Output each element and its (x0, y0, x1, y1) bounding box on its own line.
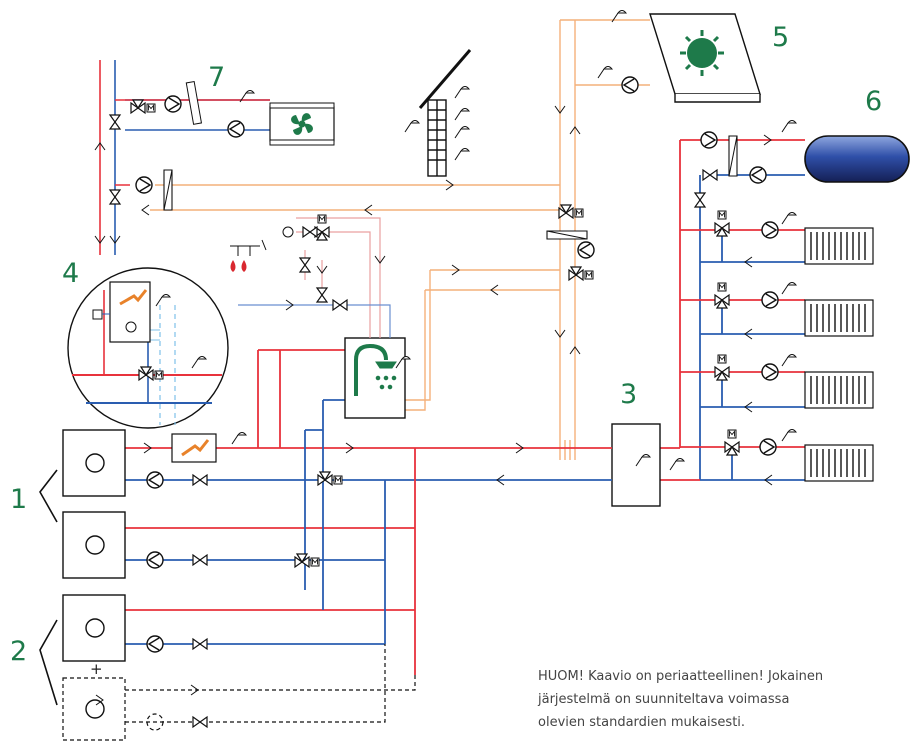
label-4: 4 (62, 258, 79, 289)
shutoff-valve-icon (694, 192, 706, 208)
pump-icon (761, 221, 779, 239)
note-line-3: olevien standardien mukaisesti. (538, 715, 746, 730)
section-3-buffer-tank (611, 423, 685, 507)
mixing-valve-icon (714, 282, 730, 309)
shower-icon (354, 343, 397, 396)
pump-icon (621, 76, 639, 94)
section-4-detail-view (67, 267, 229, 429)
note-line-2: järjestelmä on suunniteltava voimassa (538, 692, 790, 707)
label-6: 6 (865, 86, 882, 117)
pump-icon (761, 291, 779, 309)
section-6-distribution (660, 139, 805, 481)
pool-icon (804, 135, 910, 183)
temperature-sensor-icon (597, 66, 613, 79)
shutoff-valve-icon (192, 474, 208, 486)
solar-circuit-pipes (150, 19, 650, 460)
pump-icon (227, 120, 245, 138)
mixing-valve-icon (317, 471, 343, 486)
note-line-1: HUOM! Kaavio on periaatteellinen! Jokain… (538, 669, 824, 684)
section-7-air-handler (94, 80, 454, 244)
mixing-valve-icon (558, 204, 584, 219)
plus-sign: + (90, 660, 103, 678)
label-7: 7 (208, 62, 225, 93)
shutoff-valve-icon (302, 226, 318, 238)
shutoff-valve-icon (192, 716, 208, 728)
pump-icon (700, 131, 718, 149)
pump-icon (146, 471, 164, 489)
solar-tube-collector (404, 49, 472, 177)
domestic-water-pipes (238, 217, 391, 338)
mixing-valve-icon (130, 99, 156, 114)
shutoff-valve-icon (299, 257, 311, 273)
section-6-components (694, 120, 910, 486)
fan-icon (291, 113, 313, 135)
pump-icon (761, 363, 779, 381)
radiator-icon (804, 299, 874, 337)
hot-water-tank (344, 337, 411, 419)
pump-icon (749, 166, 767, 184)
boiler-units (39, 429, 126, 741)
pump-icon (135, 176, 153, 194)
pump-icon (577, 241, 595, 259)
pump-icon (146, 551, 164, 569)
mixing-valve-icon (714, 210, 730, 237)
left-riser-pipes (99, 60, 130, 255)
label-5: 5 (772, 22, 789, 53)
label-2: 2 (10, 636, 27, 667)
pump-icon (146, 635, 164, 653)
mixing-valve-icon (568, 266, 594, 281)
shutoff-valve-icon (109, 189, 121, 205)
mixing-valve-icon (724, 429, 740, 456)
pump-icon (164, 95, 182, 113)
label-1: 1 (10, 484, 27, 515)
label-3: 3 (620, 379, 637, 410)
shutoff-valve-icon (316, 287, 328, 303)
shutoff-valve-icon (109, 114, 121, 130)
radiator-icon (804, 371, 874, 409)
shutoff-valve-icon (192, 638, 208, 650)
pump-icon (759, 438, 777, 456)
disclaimer-note: HUOM! Kaavio on periaatteellinen! Jokain… (538, 665, 908, 734)
domestic-water-components (230, 214, 386, 311)
shutoff-valve-icon (702, 169, 718, 181)
heat-exchanger-icon (728, 135, 738, 177)
shutoff-valve-icon (192, 554, 208, 566)
heat-exchanger-icon (163, 169, 173, 211)
shutoff-valve-icon (332, 299, 348, 311)
mixing-valve-icon (294, 553, 320, 568)
radiator-icon (804, 227, 874, 265)
mixing-valve-icon (714, 354, 730, 381)
reserve-boiler-pipes (125, 644, 416, 731)
sun-icon (680, 30, 724, 76)
section-5-solar-panel (451, 10, 761, 355)
radiator-icon (804, 444, 874, 482)
main-header-components (143, 432, 524, 653)
